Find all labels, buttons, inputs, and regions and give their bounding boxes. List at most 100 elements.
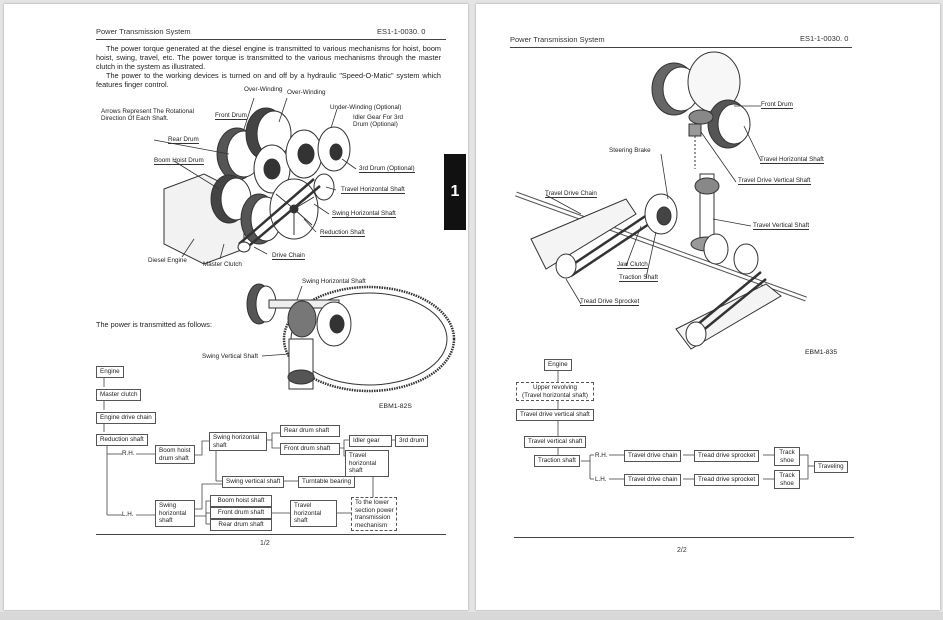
text-line: Swing horizontal [213,434,260,441]
flow-lh-tread-drive-sprocket: Tread drive sprocket [694,474,760,486]
flow-idler-gear: Idler gear [349,435,392,447]
text-line: Track [779,449,795,456]
label-over-winding-1: Over-Winding [244,86,283,93]
flow-rear-drum-shaft: Rear drum shaft [280,425,340,437]
text-line: section power [355,506,394,514]
flowchart-connectors [103,378,395,525]
label-jaw-clutch: Jaw Clutch [617,261,648,269]
label-master-clutch: Master Clutch [203,261,242,268]
label-arrows-note-2: Direction Of Each Shaft. [101,115,169,122]
label-travel-vertical-shaft: Travel Vertical Shaft [753,222,810,230]
flow-traction-shaft: Traction shaft [534,455,580,467]
label-reduction-shaft: Reduction Shaft [320,229,365,237]
swing-gear-illustration [246,283,456,393]
header-rule [510,47,852,48]
flow-third-drum: 3rd drum [395,435,429,447]
label-travel-horizontal-shaft: Travel Horizontal Shaft [760,156,824,164]
intro-paragraph: The power torque generated at the diesel… [96,44,441,71]
flow-reduction-shaft: Reduction shaft [96,434,148,446]
flow-rh-label: R.H. [122,450,135,457]
figure-code: EBM1-82S [379,403,412,410]
flow-upper-revolving: Upper revolving(Travel horizontal shaft) [516,382,594,401]
text-line: shaft [213,441,227,449]
text-line: Swing [159,502,177,509]
flow-lh-label: L.H. [122,511,134,518]
flow-master-clutch: Master clutch [96,389,142,401]
horizontal-scrollbar[interactable] [0,612,943,620]
section-tab[interactable]: 1 [444,154,466,230]
label-rear-drum: Rear Drum [168,136,199,144]
text-line: shaft [349,467,363,474]
flow-engine-drive-chain: Engine drive chain [96,412,156,424]
page-number: 1/2 [260,540,270,547]
flow-lh-front-drum-shaft: Front drum shaft [210,507,272,519]
label-diesel-engine: Diesel Engine [148,257,187,264]
flow-rh-label: R.H. [595,452,608,459]
label-steering-brake: Steering Brake [609,147,651,154]
text-line: horizontal [294,509,322,517]
text-line: (Travel horizontal shaft) [522,391,588,399]
label-drive-chain: Drive Chain [272,252,305,260]
text-line: horizontal [349,459,377,467]
label-front-drum: Front Drum [761,101,793,109]
text-line: transmission [355,514,391,521]
label-travel-horizontal-shaft: Travel Horizontal Shaft [341,186,405,194]
flowchart-connectors [557,371,814,480]
label-travel-drive-vertical-shaft: Travel Drive Vertical Shaft [738,177,811,185]
header-title: Power Transmission System [510,35,605,44]
label-traction-shaft: Traction Shaft [619,274,658,282]
label-third-drum: 3rd Drum (Optional) [359,165,415,173]
flow-lh-travel-drive-chain: Travel drive chain [624,474,682,486]
label-swing-vertical-shaft: Swing Vertical Shaft [202,353,259,360]
label-arrows-note-1: Arrows Represent The Rotational [101,108,194,115]
flow-boom-hoist-shaft: Boom hoist shaft [210,495,272,507]
text-line: Track [779,472,795,479]
text-line: mechanism [355,521,388,529]
footer-rule [514,537,854,538]
text-line: Upper revolving [532,384,578,391]
figure-code: EBM1-835 [805,349,838,356]
label-travel-drive-chain: Travel Drive Chain [545,190,597,198]
flow-turntable-bearing: Turntable bearing [298,476,356,488]
header-title: Power Transmission System [96,27,191,36]
footer-rule [96,534,446,535]
flow-travel-drive-vertical-shaft: Travel drive vertical shaft [516,409,594,421]
transmitted-heading: The power is transmitted as follows: [96,320,212,329]
speed-o-matic-paragraph: The power to the working devices is turn… [96,71,441,89]
text-line: shaft [294,517,308,524]
label-front-drum: Front Drum [215,112,247,120]
flow-rh-tread-drive-sprocket: Tread drive sprocket [694,450,760,462]
text-line: horizontal [159,509,187,517]
travel-drive-illustration [515,51,814,480]
page-2: Power Transmission System ES1-1-0030. 0 [476,4,940,610]
flow-travel-vertical-shaft: Travel vertical shaft [524,436,587,448]
flow-front-drum-shaft: Front drum shaft [280,443,340,455]
label-boom-hoist-drum: Boom Hoist Drum [154,157,204,165]
label-swing-horizontal-shaft: Swing Horizontal Shaft [332,210,396,218]
flow-lh-rear-drum-shaft: Rear drum shaft [210,519,272,531]
flow-swing-vertical-shaft: Swing vertical shaft [222,476,284,488]
label-over-winding-2: Over-Winding [287,89,326,96]
header-rule [96,39,446,40]
text-line: To the lower [355,499,389,506]
label-idler-gear-2: Drum (Optional) [353,121,398,128]
text-line: shaft [159,517,173,524]
flow-lh-label: L.H. [595,476,607,483]
label-under-winding: Under-Winding (Optional) [330,104,402,111]
doc-code: ES1-1-0030. 0 [800,34,849,43]
text-line: Boom hoist [159,447,191,454]
label-idler-gear-1: Idler Gear For 3rd [353,114,404,121]
page-number: 2/2 [677,547,687,554]
label-swing-horizontal-shaft-2: Swing Horizontal Shaft [302,278,366,285]
label-tread-drive-sprocket: Tread Drive Sprocket [580,298,640,306]
doc-code: ES1-1-0030. 0 [377,27,426,36]
page-1: Power Transmission System ES1-1-0030. 0 … [4,4,468,610]
